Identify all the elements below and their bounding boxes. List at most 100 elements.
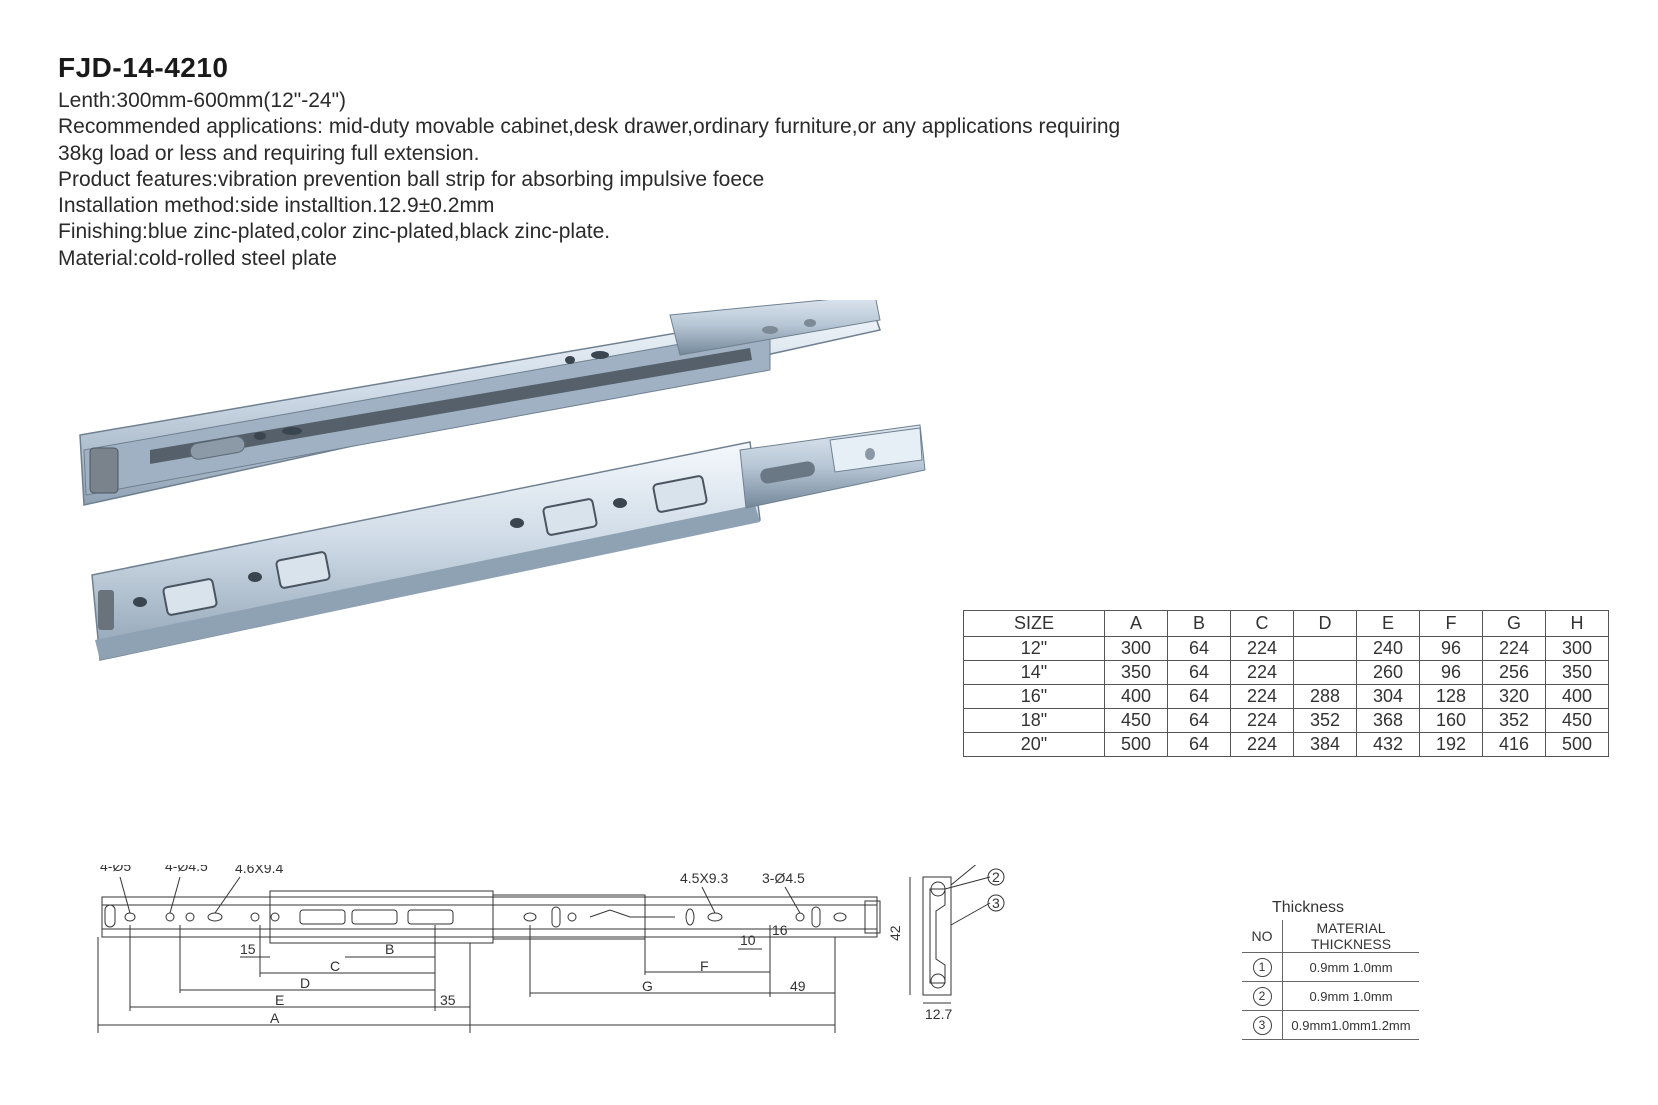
callout-3: 3 [992, 895, 1000, 911]
dimension-cell: 224 [1482, 636, 1546, 661]
dim-10: 10 [740, 932, 756, 948]
size-cell: 12" [963, 636, 1105, 661]
dimension-cell: 260 [1356, 660, 1420, 685]
dimension-cell: 224 [1230, 684, 1294, 709]
col-a: A [1104, 610, 1168, 637]
thickness-col-material: MATERIAL THICKNESS [1282, 920, 1419, 953]
thickness-col-no: NO [1242, 920, 1283, 953]
spec-applications-cont: 38kg load or less and requiring full ext… [58, 141, 480, 165]
size-cell: 18" [963, 708, 1105, 733]
slide-bottom [91, 424, 926, 661]
dimension-cell: 224 [1230, 708, 1294, 733]
thickness-title: Thickness [1272, 899, 1345, 916]
dim-c: C [330, 958, 340, 974]
dimension-cell: 500 [1545, 732, 1609, 757]
dimension-cell [1293, 636, 1357, 661]
dimension-cell: 288 [1293, 684, 1357, 709]
spec-material: Material:cold-rolled steel plate [58, 246, 337, 270]
dimension-cell: 224 [1230, 636, 1294, 661]
dimension-cell: 224 [1230, 732, 1294, 757]
dimension-cell: 256 [1482, 660, 1546, 685]
callout-number: 3 [1252, 1015, 1272, 1035]
dimension-cell: 64 [1167, 636, 1231, 661]
hole-label-d5: 4-Ø5 [100, 865, 131, 874]
dimension-cell: 384 [1293, 732, 1357, 757]
dimension-cell: 64 [1167, 732, 1231, 757]
dimension-cell: 432 [1356, 732, 1420, 757]
dimension-cell: 304 [1356, 684, 1420, 709]
dim-35: 35 [440, 992, 456, 1008]
dimension-cell: 368 [1356, 708, 1420, 733]
size-cell: 14" [963, 660, 1105, 685]
size-cell: 16" [963, 684, 1105, 709]
dim-f: F [700, 958, 709, 974]
thickness-table: NO MATERIAL THICKNESS 1 0.9mm 1.0mm 2 0.… [1242, 920, 1419, 1040]
callout-number: 2 [1252, 986, 1272, 1006]
hole-label-d45: 4-Ø4.5 [165, 865, 208, 874]
thickness-value: 0.9mm1.0mm1.2mm [1282, 1010, 1419, 1040]
dim-a: A [270, 1010, 280, 1026]
dim-g: G [642, 978, 653, 994]
slide-top [79, 300, 881, 506]
thickness-value: 0.9mm 1.0mm [1282, 981, 1419, 1011]
hole-label-slot-46: 4.6X9.4 [235, 865, 283, 876]
dimension-cell: 352 [1293, 708, 1357, 733]
drawer-slide-photo [79, 300, 926, 661]
dim-49: 49 [790, 978, 806, 994]
profile-height: 42 [887, 925, 903, 941]
dim-e: E [275, 992, 284, 1008]
dimension-cell: 450 [1545, 708, 1609, 733]
dim-15: 15 [240, 941, 256, 957]
spec-features: Product features:vibration prevention ba… [58, 167, 765, 191]
thickness-value: 0.9mm 1.0mm [1282, 952, 1419, 982]
dimension-cell: 352 [1482, 708, 1546, 733]
dimension-cell: 500 [1104, 732, 1168, 757]
dimension-cell: 300 [1545, 636, 1609, 661]
col-d: D [1293, 610, 1357, 637]
col-f: F [1419, 610, 1483, 637]
thickness-header: NO MATERIAL THICKNESS [1242, 920, 1419, 953]
hole-label-3d45: 3-Ø4.5 [762, 870, 805, 886]
col-b: B [1167, 610, 1231, 637]
thickness-row: 2 0.9mm 1.0mm [1242, 981, 1419, 1011]
dimension-cell: 96 [1419, 660, 1483, 685]
dimension-cell: 64 [1167, 684, 1231, 709]
spec-installation: Installation method:side installtion.12.… [58, 194, 495, 218]
product-model: FJD-14-4210 [58, 52, 229, 83]
dimension-cell: 64 [1167, 708, 1231, 733]
size-table-header: SIZE A B C D E F G H [963, 610, 1609, 637]
dim-d: D [300, 975, 310, 991]
thickness-row: 3 0.9mm1.0mm1.2mm [1242, 1010, 1419, 1040]
dimension-cell: 128 [1419, 684, 1483, 709]
dimension-cell: 96 [1419, 636, 1483, 661]
dimension-cell: 350 [1104, 660, 1168, 685]
thickness-row: 1 0.9mm 1.0mm [1242, 952, 1419, 982]
dimension-cell: 192 [1419, 732, 1483, 757]
technical-drawing: 4-Ø5 4-Ø4.5 4.6X9.4 4.5X9.3 3-Ø4.5 15 B … [97, 865, 1005, 1033]
spec-finishing: Finishing:blue zinc-plated,color zinc-pl… [58, 220, 611, 244]
dimension-cell: 64 [1167, 660, 1231, 685]
dim-b: B [385, 941, 394, 957]
col-c: C [1230, 610, 1294, 637]
col-size: SIZE [963, 610, 1105, 637]
dimension-cell: 400 [1104, 684, 1168, 709]
dimension-cell: 400 [1545, 684, 1609, 709]
dimension-cell: 320 [1482, 684, 1546, 709]
callout-number: 1 [1252, 957, 1272, 977]
col-h: H [1545, 610, 1609, 637]
spec-length: Lenth:300mm-600mm(12"-24") [58, 89, 347, 112]
callout-2: 2 [992, 869, 1000, 885]
col-g: G [1482, 610, 1546, 637]
dimension-cell [1293, 660, 1357, 685]
dimension-cell: 300 [1104, 636, 1168, 661]
dimension-cell: 450 [1104, 708, 1168, 733]
hole-label-slot-45: 4.5X9.3 [680, 870, 728, 886]
dimension-cell: 160 [1419, 708, 1483, 733]
profile-width: 12.7 [925, 1006, 952, 1022]
